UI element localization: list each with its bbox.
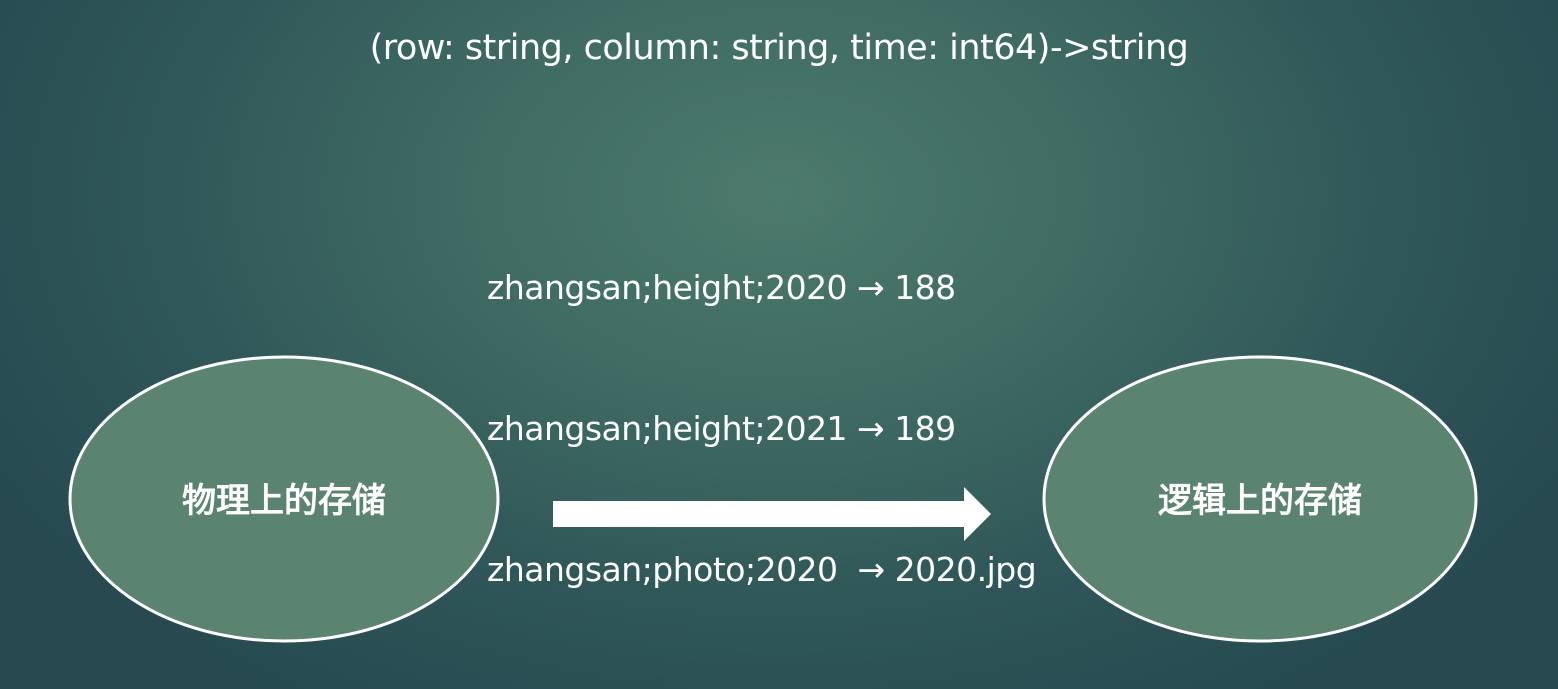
example-line: zhangsan;photo;2020 → 2020.jpg xyxy=(487,550,1037,589)
logical-storage-node xyxy=(1042,355,1478,643)
function-signature: (row: string, column: string, time: int6… xyxy=(369,28,1189,68)
example-line: zhangsan;height;2020 → 188 xyxy=(487,268,956,307)
logical-storage-label: 逻辑上的存储 xyxy=(1158,481,1362,521)
physical-storage-label: 物理上的存储 xyxy=(182,481,386,521)
example-line: zhangsan;height;2021 → 189 xyxy=(487,409,956,448)
physical-storage-node xyxy=(68,355,500,643)
example-mappings: zhangsan;height;2020 → 188 zhangsan;heig… xyxy=(487,170,1037,687)
arrow-right-icon xyxy=(553,487,991,541)
